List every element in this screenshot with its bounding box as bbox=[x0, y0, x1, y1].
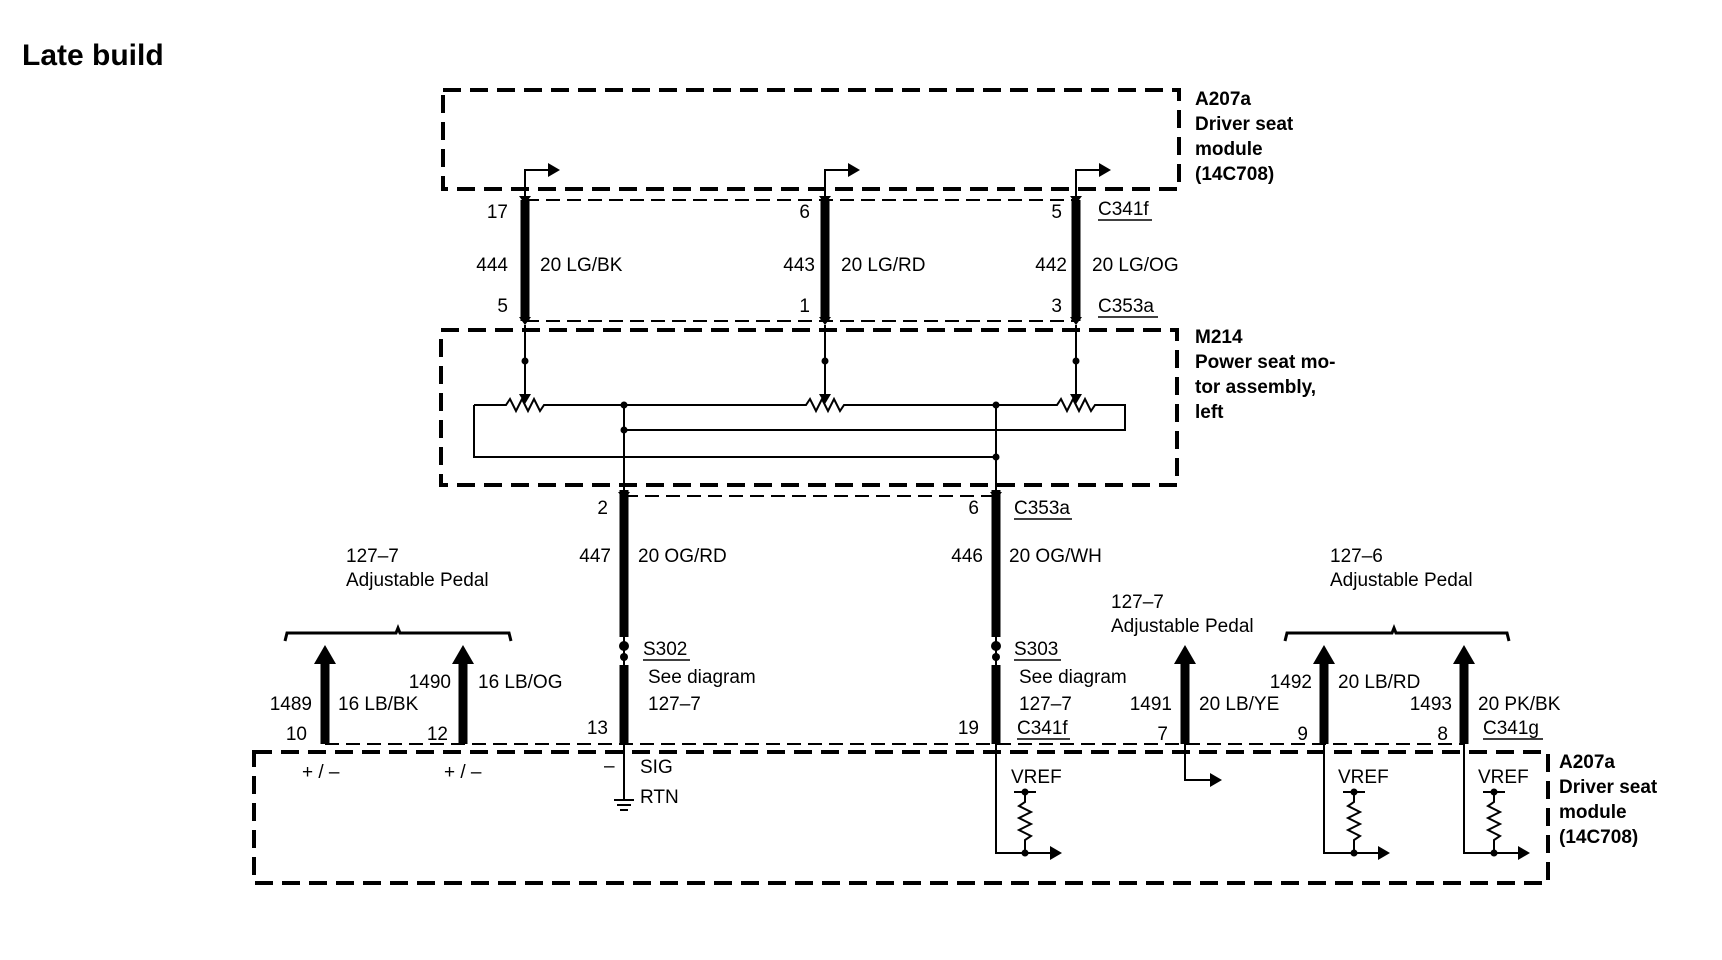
middle-wire-2-pin-top: 6 bbox=[968, 498, 979, 519]
vref-circuit-3 bbox=[1463, 744, 1530, 860]
sig-label: SIG bbox=[640, 757, 673, 778]
top-wire-1-pin-bottom: 5 bbox=[497, 296, 508, 317]
bottom-module-line2: module bbox=[1559, 802, 1627, 823]
top-ground-flags bbox=[524, 163, 1111, 200]
motor-internal-circuit bbox=[473, 325, 1126, 490]
top-wire-2-color: 20 LG/RD bbox=[841, 255, 925, 276]
polarity-label-1: + / – bbox=[302, 762, 340, 783]
pin7-internal-flag bbox=[1184, 744, 1222, 787]
vref-label-3: VREF bbox=[1478, 767, 1529, 788]
splice-s303-note: See diagram bbox=[1019, 667, 1127, 688]
top-wire-1-circuit: 444 bbox=[476, 255, 508, 276]
bottom-wire-3-pin: 7 bbox=[1157, 724, 1168, 745]
motor-id: M214 bbox=[1195, 327, 1243, 348]
pedal-right-name: Adjustable Pedal bbox=[1330, 570, 1473, 591]
connector-c353a-top: C353a bbox=[1098, 296, 1154, 317]
polarity-label-2: + / – bbox=[444, 762, 482, 783]
middle-wire-1-circuit: 447 bbox=[579, 546, 611, 567]
top-wire-2-pin-top: 6 bbox=[799, 202, 810, 223]
connector-c353a-bottom: C353a bbox=[1014, 498, 1070, 519]
bottom-wire-4-pin: 9 bbox=[1297, 724, 1308, 745]
pedal-right-ref: 127–6 bbox=[1330, 546, 1383, 567]
bottom-wire-5 bbox=[1453, 645, 1475, 744]
bottom-wire-4-circuit: 1492 bbox=[1270, 672, 1312, 693]
top-wire-1-pin-top: 17 bbox=[487, 202, 508, 223]
bottom-wire-5-circuit: 1493 bbox=[1410, 694, 1452, 715]
middle-wire-1-pin-bottom: 13 bbox=[587, 718, 608, 739]
connector-c341g: C341g bbox=[1483, 718, 1539, 739]
connector-c341f-top: C341f bbox=[1098, 199, 1149, 220]
middle-wire-2-pin-bottom: 19 bbox=[958, 718, 979, 739]
top-module-line2: module bbox=[1195, 139, 1263, 160]
bottom-wire-1 bbox=[314, 645, 336, 744]
bottom-module-line3: (14C708) bbox=[1559, 827, 1638, 848]
bottom-wire-1-circuit: 1489 bbox=[270, 694, 312, 715]
bottom-wire-3-color: 20 LB/YE bbox=[1199, 694, 1279, 715]
bottom-wire-2 bbox=[452, 645, 474, 744]
bottom-module-id: A207a bbox=[1559, 752, 1615, 773]
top-module-line1: Driver seat bbox=[1195, 114, 1294, 135]
vref-circuit-2 bbox=[1323, 744, 1390, 860]
motor-assembly-box bbox=[439, 328, 1179, 487]
splice-s302: S302 bbox=[643, 639, 687, 660]
motor-line2: tor assembly, bbox=[1195, 377, 1316, 398]
connector-c341f-bottom: C341f bbox=[1017, 718, 1068, 739]
bottom-wire-2-color: 16 LB/OG bbox=[478, 672, 563, 693]
vref-label-2: VREF bbox=[1338, 767, 1389, 788]
top-module-line3: (14C708) bbox=[1195, 164, 1274, 185]
splice-s302-note: See diagram bbox=[648, 667, 756, 688]
splice-s302-ref: 127–7 bbox=[648, 694, 701, 715]
top-wire-3-color: 20 LG/OG bbox=[1092, 255, 1179, 276]
motor-line3: left bbox=[1195, 402, 1224, 423]
rtn-label: RTN bbox=[640, 787, 679, 808]
sig-minus-label: – bbox=[604, 756, 615, 777]
middle-wire-2 bbox=[990, 490, 1002, 744]
middle-wire-1-color: 20 OG/RD bbox=[638, 546, 727, 567]
top-wire-3-circuit: 442 bbox=[1035, 255, 1067, 276]
bottom-wire-1-color: 16 LB/BK bbox=[338, 694, 419, 715]
middle-wire-1-pin-top: 2 bbox=[597, 498, 608, 519]
middle-wire-1 bbox=[618, 490, 630, 744]
motor-line1: Power seat mo- bbox=[1195, 352, 1335, 373]
vref-circuit-1 bbox=[995, 744, 1062, 860]
top-module-box bbox=[441, 88, 1181, 191]
diagram-title: Late build bbox=[22, 39, 164, 72]
top-wire-2 bbox=[819, 196, 831, 325]
top-wire-2-circuit: 443 bbox=[783, 255, 815, 276]
pedal-left-ref: 127–7 bbox=[346, 546, 399, 567]
bottom-module-line1: Driver seat bbox=[1559, 777, 1658, 798]
pedal-left-bracket bbox=[283, 623, 513, 642]
bottom-wire-4-color: 20 LB/RD bbox=[1338, 672, 1420, 693]
middle-wire-2-color: 20 OG/WH bbox=[1009, 546, 1102, 567]
bottom-wire-3-circuit: 1491 bbox=[1130, 694, 1172, 715]
bottom-wire-4 bbox=[1313, 645, 1335, 744]
top-wire-3-pin-bottom: 3 bbox=[1051, 296, 1062, 317]
bottom-wire-2-circuit: 1490 bbox=[409, 672, 451, 693]
middle-wire-2-circuit: 446 bbox=[951, 546, 983, 567]
pedal-center-name: Adjustable Pedal bbox=[1111, 616, 1254, 637]
sig-rtn-internal bbox=[614, 744, 634, 811]
vref-label-1: VREF bbox=[1011, 767, 1062, 788]
pedal-center-ref: 127–7 bbox=[1111, 592, 1164, 613]
pedal-left-name: Adjustable Pedal bbox=[346, 570, 489, 591]
splice-s303: S303 bbox=[1014, 639, 1058, 660]
pedal-right-bracket bbox=[1283, 623, 1511, 642]
splice-s303-ref: 127–7 bbox=[1019, 694, 1072, 715]
top-wire-3 bbox=[1070, 196, 1082, 325]
bottom-module-box bbox=[252, 750, 1550, 885]
top-wire-2-pin-bottom: 1 bbox=[799, 296, 810, 317]
bottom-wire-3 bbox=[1174, 645, 1196, 744]
bottom-wire-5-pin: 8 bbox=[1437, 724, 1448, 745]
top-wire-1 bbox=[519, 196, 531, 325]
top-wire-3-pin-top: 5 bbox=[1051, 202, 1062, 223]
top-wire-1-color: 20 LG/BK bbox=[540, 255, 623, 276]
bottom-wire-2-pin: 12 bbox=[427, 724, 448, 745]
top-module-id: A207a bbox=[1195, 89, 1251, 110]
bottom-wire-1-pin: 10 bbox=[286, 724, 307, 745]
bottom-wire-5-color: 20 PK/BK bbox=[1478, 694, 1561, 715]
